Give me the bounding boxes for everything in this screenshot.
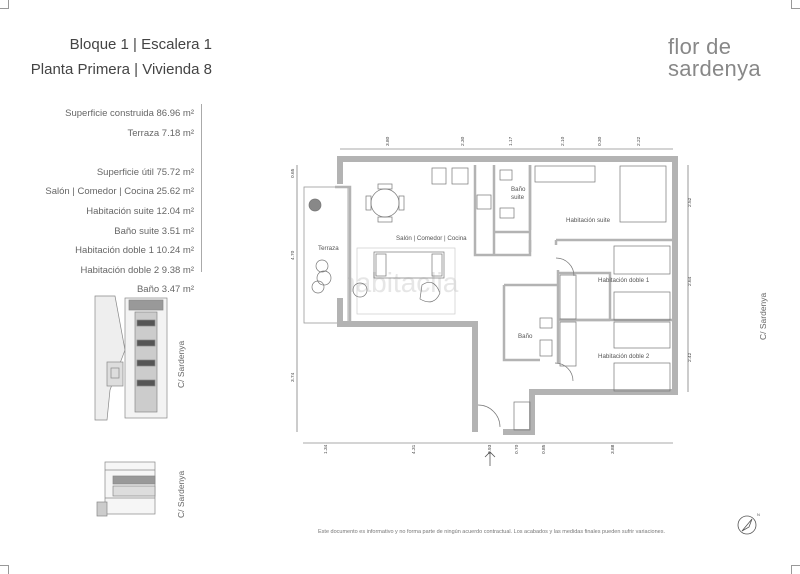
room-bath: Baño — [518, 333, 533, 340]
dim-right: 2.64 — [687, 276, 693, 286]
area-useful: Superficie útil 75.72 m² — [96, 166, 194, 178]
key-plans — [94, 295, 168, 517]
dim-left: 3.74 — [290, 372, 296, 382]
dim-top: 0.30 — [597, 136, 603, 146]
block-title: Bloque 1 | Escalera 1 — [69, 36, 212, 53]
logo-line2: sardenya — [668, 56, 761, 81]
area-bath: Baño 3.47 m² — [136, 284, 194, 296]
room-living: Salón | Comedor | Cocina — [396, 235, 467, 242]
area-double1: Habitación doble 1 10.24 m² — [75, 245, 194, 257]
watermark: habitaclia — [340, 267, 459, 298]
dim-right: 2.52 — [687, 197, 693, 207]
dim-bottom: 3.88 — [610, 444, 616, 454]
crop-mark — [791, 0, 800, 9]
entrance-arrow-icon — [484, 451, 496, 466]
dim-right: 2.42 — [687, 352, 693, 362]
dim-left: 0.65 — [290, 168, 296, 178]
site-plan — [94, 295, 168, 421]
room-double2: Habitación doble 2 — [598, 353, 650, 360]
section-plan — [96, 461, 156, 517]
area-suite: Habitación suite 12.04 m² — [86, 205, 194, 217]
area-living: Salón | Comedor | Cocina 25.62 m² — [45, 186, 194, 198]
dim-top: 2.30 — [460, 136, 466, 146]
dim-top: 1.17 — [508, 136, 514, 146]
crop-mark — [0, 565, 9, 574]
room-suite: Habitación suite — [566, 217, 611, 224]
dim-bottom: 1.34 — [323, 444, 329, 454]
area-double2: Habitación doble 2 9.38 m² — [80, 264, 194, 276]
outer-walls — [337, 156, 678, 435]
svg-text:N: N — [757, 512, 760, 517]
room-suite-bath: suite — [511, 194, 525, 201]
brand-logo: flor de sardenya — [668, 36, 761, 80]
dim-bottom: 0.70 — [514, 444, 520, 454]
compass-north-icon: N — [737, 512, 760, 535]
area-built: Superficie construida 86.96 m² — [65, 108, 194, 119]
dim-top: 2.10 — [560, 136, 566, 146]
crop-mark — [0, 0, 9, 9]
furniture — [308, 165, 671, 431]
dim-bottom: 0.85 — [541, 444, 547, 454]
area-list: Superficie construida 86.96 m² Terraza 7… — [45, 104, 194, 300]
divider — [201, 104, 202, 272]
logo-line1: flor de — [668, 34, 732, 59]
area-terrace: Terraza 7.18 m² — [127, 127, 194, 139]
room-suite-bath: Baño — [511, 186, 526, 193]
room-double1: Habitación doble 1 — [598, 277, 650, 284]
dim-bottom: 4.31 — [411, 444, 417, 454]
dim-left: 4.70 — [290, 250, 296, 260]
dimension-lines — [296, 148, 689, 444]
dim-top: 2.22 — [636, 136, 642, 146]
disclaimer: Este documento es informativo y no forma… — [318, 529, 666, 535]
dim-top: 3.80 — [385, 136, 391, 146]
unit-title: Planta Primera | Vivienda 8 — [30, 61, 212, 78]
room-terrace: Terraza — [318, 245, 339, 252]
area-suite-bath: Baño suite 3.51 m² — [114, 225, 194, 237]
crop-mark — [791, 565, 800, 574]
dim-bottom: 0.93 — [487, 444, 493, 454]
